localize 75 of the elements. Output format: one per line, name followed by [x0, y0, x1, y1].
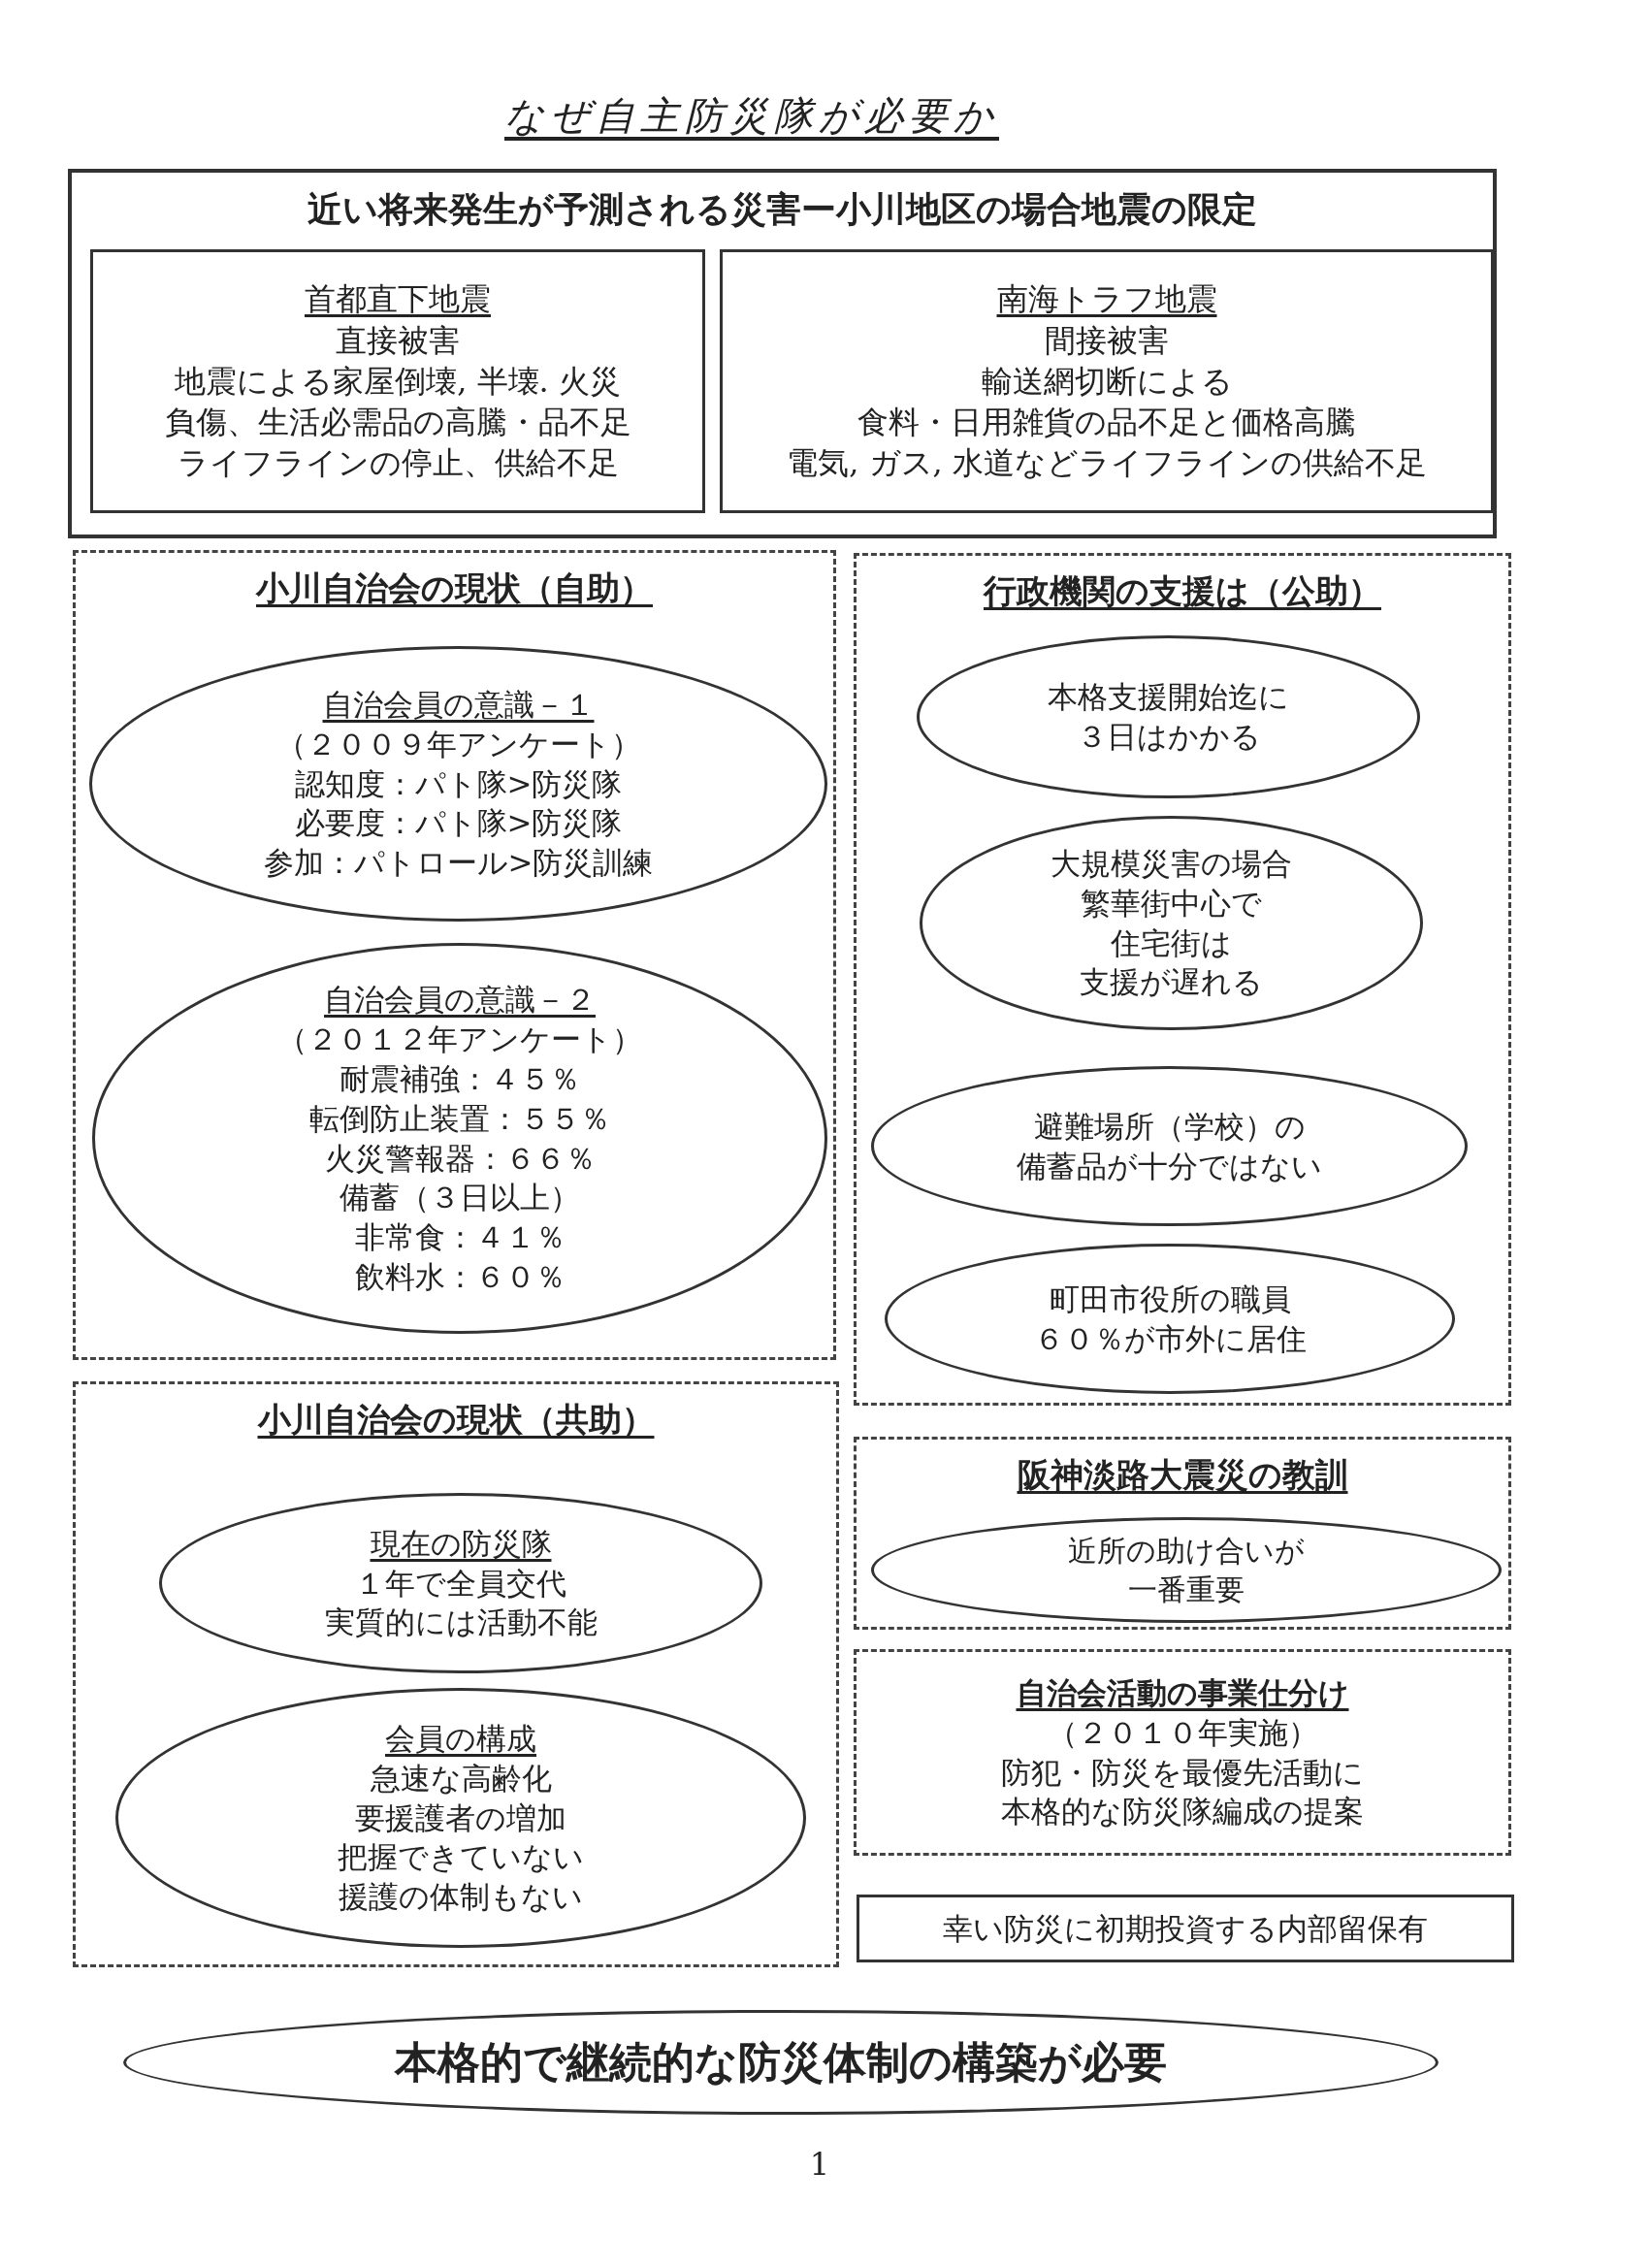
heading-text: 自治会員の意識－２ [324, 980, 596, 1019]
heading-text: 南海トラフ地震 [996, 279, 1217, 320]
ellipse-node [917, 635, 1420, 798]
ellipse-node [871, 1066, 1468, 1226]
body-text: 必要度：パト隊>防災隊 [294, 804, 623, 843]
dashed-panel [854, 1437, 1511, 1630]
outer-box [68, 169, 1497, 538]
section-heading: 小川自治会の現状（共助） [257, 1399, 655, 1441]
dashed-panel [73, 550, 836, 1360]
body-text: 住宅街は [1111, 923, 1232, 962]
section-heading: 阪神淡路大震災の教訓 [1017, 1454, 1348, 1496]
body-text: 把握できていない [338, 1838, 584, 1877]
ellipse-node [123, 2010, 1439, 2115]
body-text: 輸送網切断による [981, 361, 1233, 402]
body-text: 備蓄（３日以上） [340, 1179, 580, 1217]
body-text: 負傷、生活必需品の高騰・品不足 [164, 403, 631, 443]
page-number: 1 [808, 2146, 831, 2183]
dashed-panel [854, 553, 1511, 1406]
heading-text: 自治会員の意識－１ [322, 685, 595, 724]
ellipse-node [885, 1244, 1455, 1394]
body-text: ３日はかかる [1076, 718, 1261, 756]
body-text: 要援護者の増加 [355, 1798, 566, 1837]
ellipse-node [115, 1688, 806, 1948]
body-text: 避難場所（学校）の [1033, 1107, 1306, 1146]
body-text: 電気, ガス, 水道などライフラインの供給不足 [787, 443, 1427, 484]
body-text: 大規模災害の場合 [1051, 844, 1292, 883]
body-text: 間接被害 [1045, 320, 1169, 361]
body-text: 支援が遅れる [1080, 963, 1263, 1002]
body-text: １年で全員交代 [355, 1564, 566, 1603]
body-text: 備蓄品が十分ではない [1017, 1147, 1322, 1185]
ellipse-node [92, 943, 827, 1334]
section-heading: 行政機関の支援は（公助） [984, 570, 1381, 612]
body-text: 参加：パトロール>防災訓練 [263, 844, 654, 883]
body-text: 直接被害 [336, 320, 460, 361]
ellipse-node [920, 816, 1423, 1030]
body-text: 転倒防止装置：５５％ [309, 1099, 610, 1138]
body-text: 近所の助け合いが [1068, 1532, 1305, 1570]
ellipse-node [871, 1517, 1502, 1623]
body-text: 一番重要 [1128, 1571, 1245, 1608]
ellipse-node [159, 1493, 762, 1673]
heading-text: 会員の構成 [385, 1719, 536, 1758]
text-box [720, 249, 1494, 513]
body-text: 援護の体制もない [339, 1878, 583, 1917]
page-title: なぜ自主防災隊が必要か [503, 92, 1000, 140]
body-text: 本格的で継続的な防災体制の構築が必要 [395, 2035, 1167, 2089]
body-text: 幸い防災に初期投資する内部留保有 [943, 1909, 1428, 1948]
heading-text: 自治会活動の事業仕分け [1016, 1673, 1349, 1712]
text-box [857, 1895, 1514, 1962]
body-text: 町田市役所の職員 [1049, 1280, 1291, 1318]
body-text: 耐震補強：４５％ [340, 1059, 580, 1098]
body-text: ６０％が市外に居住 [1033, 1319, 1307, 1358]
body-text: 地震による家屋倒壊, 半壊. 火災 [175, 361, 621, 402]
body-text: 火災警報器：６６％ [324, 1139, 596, 1178]
body-text: 飲料水：６０％ [354, 1258, 566, 1297]
dashed-panel [854, 1649, 1511, 1856]
text-box [90, 249, 705, 513]
body-text: 急速な高齢化 [370, 1759, 552, 1798]
body-text: （２００９年アンケート） [275, 725, 641, 763]
heading-text: 首都直下地震 [305, 279, 491, 320]
section-heading: 近い将来発生が予測される災害ー小川地区の場合地震の限定 [307, 188, 1257, 231]
body-text: （２０１２年アンケート） [277, 1020, 642, 1058]
body-text: ライフラインの停止、供給不足 [177, 443, 619, 484]
body-text: 繁華街中心で [1081, 884, 1262, 923]
body-text: （２０１０年実施） [1047, 1713, 1318, 1752]
body-text: 防犯・防災を最優先活動に [1001, 1753, 1364, 1792]
body-text: 本格的な防災隊編成の提案 [1001, 1793, 1364, 1831]
body-text: 認知度：パト隊>防災隊 [294, 764, 623, 803]
section-heading: 小川自治会の現状（自助） [256, 567, 653, 609]
heading-text: 現在の防災隊 [370, 1524, 552, 1563]
body-text: 本格支援開始迄に [1048, 678, 1289, 717]
dashed-panel [73, 1381, 839, 1967]
body-text: 食料・日用雑貨の品不足と価格高騰 [857, 403, 1356, 443]
body-text: 実質的には活動不能 [324, 1604, 598, 1642]
ellipse-node [89, 646, 827, 922]
body-text: 非常食：４１％ [354, 1218, 566, 1257]
